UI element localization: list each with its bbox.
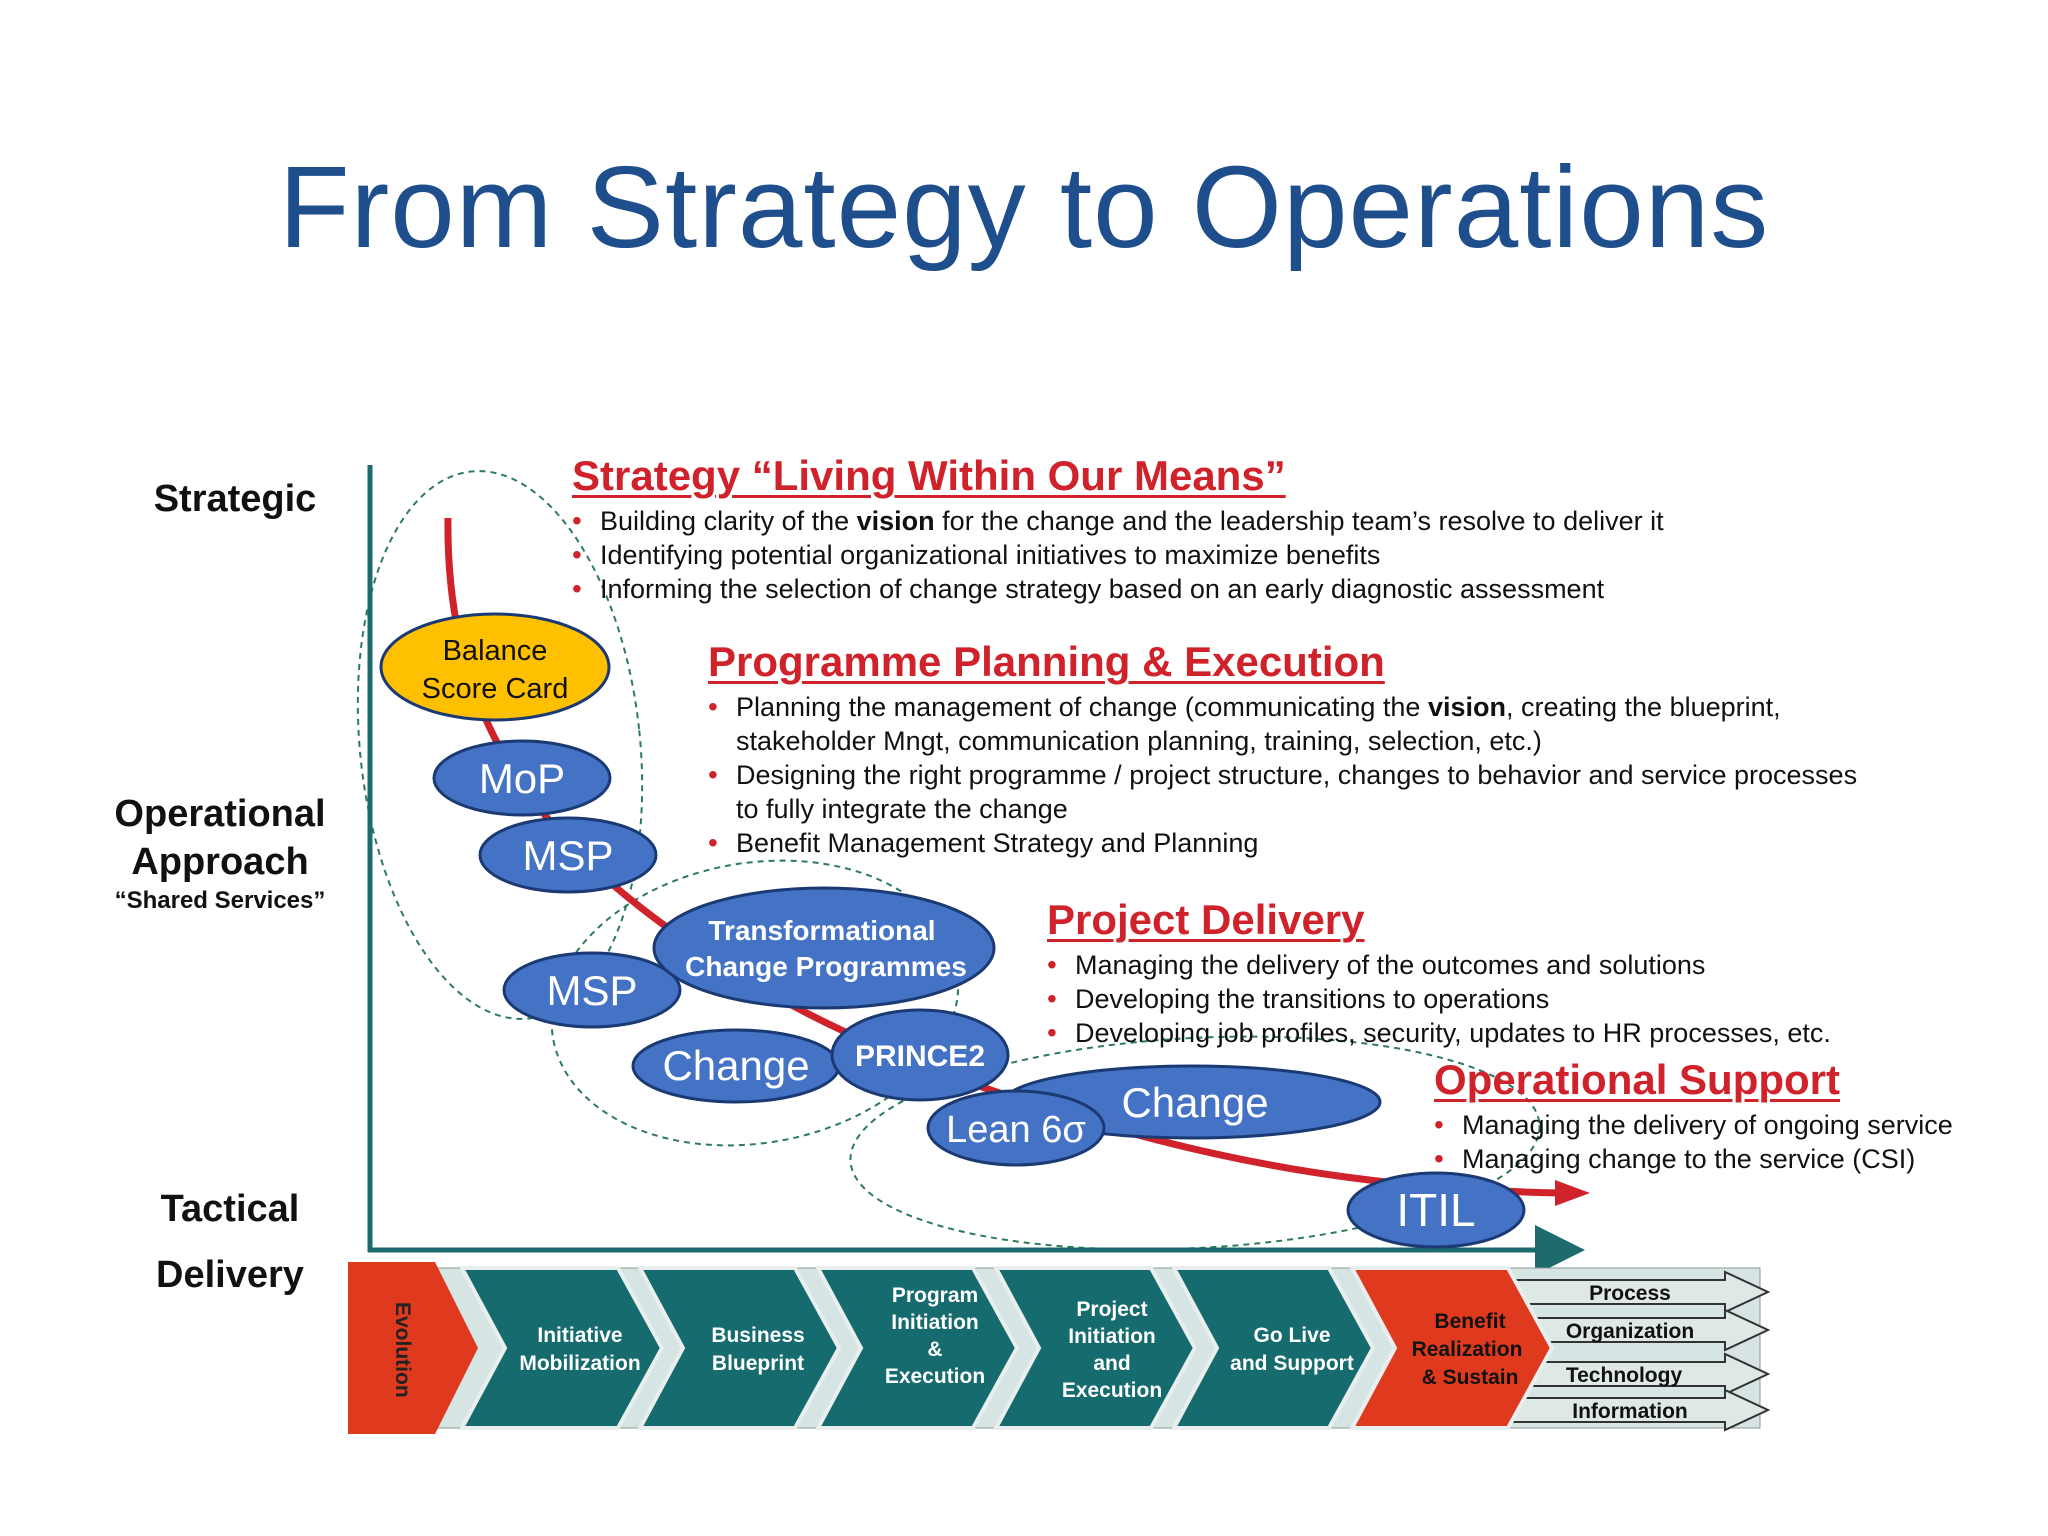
itil-label: ITIL: [1396, 1184, 1475, 1236]
section-programme: Programme Planning & Execution Planning …: [708, 638, 1868, 860]
step-4-line4: Execution: [1062, 1379, 1162, 1402]
y-label-strategic: Strategic: [153, 478, 317, 520]
step-1-line1: Initiative: [537, 1324, 622, 1347]
section-strategy: Strategy “Living Within Our Means” Build…: [572, 452, 1752, 606]
output-label-technology: Technology: [1566, 1364, 1683, 1387]
chevron-step-1: [458, 1266, 665, 1430]
y-label-operational: Operational Approach “Shared Services”: [90, 790, 350, 916]
chevron-band: Evolution Initiative Mobilization Busine…: [348, 1262, 1771, 1434]
step-5-line2: and Support: [1230, 1352, 1354, 1375]
section-programme-heading: Programme Planning & Execution: [708, 638, 1385, 685]
step-3-line4: Execution: [885, 1365, 985, 1388]
list-item: Designing the right programme / project …: [708, 758, 1868, 826]
chevron-step-5: [1170, 1266, 1376, 1430]
msp-ellipse-1: MSP: [478, 816, 658, 894]
step-3-line1: Program: [892, 1284, 978, 1307]
chevron-step-2: [636, 1266, 842, 1430]
msp-label-2: MSP: [546, 967, 637, 1014]
change-label-2: Change: [1121, 1079, 1268, 1126]
step-2-line2: Blueprint: [712, 1352, 804, 1375]
section-operational: Operational Support Managing the deliver…: [1434, 1056, 2034, 1176]
bsc-label-line1: Balance: [443, 635, 548, 667]
prince2-ellipse: PRINCE2: [830, 1008, 1010, 1102]
y-label-tactical-line2: Delivery: [156, 1254, 304, 1296]
y-label-operational-sub: “Shared Services”: [114, 887, 326, 914]
step-6-line2: Realization: [1412, 1338, 1523, 1361]
section-operational-heading: Operational Support: [1434, 1056, 1841, 1103]
list-item: Managing the delivery of ongoing service: [1434, 1108, 2034, 1142]
y-label-tactical: Tactical Delivery: [110, 1176, 350, 1308]
change-label-1: Change: [662, 1042, 809, 1089]
mop-ellipse: MoP: [432, 739, 612, 817]
output-arrow-process: [1499, 1270, 1771, 1314]
change-ellipse-1: Change: [631, 1028, 841, 1104]
lean-label: Lean 6σ: [946, 1109, 1086, 1151]
chevron-step-6: [1348, 1266, 1555, 1430]
output-label-information: Information: [1572, 1400, 1688, 1423]
section-project-heading: Project Delivery: [1047, 896, 1365, 943]
chevron-step-4: [992, 1266, 1198, 1430]
evolution-label: Evolution: [391, 1302, 414, 1398]
list-item: Informing the selection of change strate…: [572, 572, 1752, 606]
group-ellipse-strategic: [356, 470, 644, 1020]
output-label-process: Process: [1589, 1282, 1671, 1305]
list-item: Developing job profiles, security, updat…: [1047, 1016, 2047, 1050]
y-label-operational-line2: Approach: [131, 841, 309, 883]
step-4-line3: and: [1093, 1352, 1130, 1375]
itil-ellipse: ITIL: [1346, 1171, 1526, 1249]
lean-ellipse: Lean 6σ: [926, 1089, 1106, 1167]
evolution-curve-arrowhead: [1555, 1180, 1590, 1206]
tcp-label-line1: Transformational: [708, 915, 935, 946]
step-4-line1: Project: [1076, 1298, 1147, 1321]
msp-label-1: MSP: [522, 832, 613, 879]
output-arrow-technology: [1499, 1352, 1771, 1396]
section-strategy-heading: Strategy “Living Within Our Means”: [572, 452, 1286, 499]
list-item: Managing change to the service (CSI): [1434, 1142, 2034, 1176]
output-label-organization: Organization: [1566, 1320, 1694, 1343]
list-item: Benefit Management Strategy and Planning: [708, 826, 1868, 860]
section-strategy-bullets: Building clarity of the vision for the c…: [572, 504, 1752, 606]
section-project: Project Delivery Managing the delivery o…: [1047, 896, 2047, 1050]
bsc-ellipse: Balance Score Card: [379, 612, 611, 722]
list-item: Identifying potential organizational ini…: [572, 538, 1752, 572]
prince2-label: PRINCE2: [855, 1040, 985, 1073]
step-3-line2: Initiation: [891, 1311, 979, 1334]
step-4-line2: Initiation: [1068, 1325, 1156, 1348]
output-arrow-information: [1499, 1388, 1771, 1432]
step-1-line2: Mobilization: [519, 1352, 640, 1375]
tcp-ellipse: Transformational Change Programmes: [652, 886, 996, 1010]
list-item: Building clarity of the vision for the c…: [572, 504, 1752, 538]
chevron-step-3: [814, 1266, 1020, 1430]
step-2-line1: Business: [711, 1324, 804, 1347]
tcp-label-line2: Change Programmes: [685, 951, 967, 982]
mop-label: MoP: [479, 755, 565, 802]
step-5-line1: Go Live: [1253, 1324, 1330, 1347]
step-6-line1: Benefit: [1434, 1310, 1505, 1333]
list-item: Developing the transitions to operations: [1047, 982, 2047, 1016]
y-label-tactical-line1: Tactical: [160, 1188, 300, 1230]
page-title: From Strategy to Operations: [278, 142, 1770, 272]
y-label-operational-line1: Operational: [114, 793, 326, 835]
section-project-bullets: Managing the delivery of the outcomes an…: [1047, 948, 2047, 1050]
section-programme-bullets: Planning the management of change (commu…: [708, 690, 1868, 860]
chevron-evolution: [348, 1262, 478, 1434]
section-operational-bullets: Managing the delivery of ongoing service…: [1434, 1108, 2034, 1176]
step-6-line3: & Sustain: [1422, 1366, 1519, 1389]
list-item: Managing the delivery of the outcomes an…: [1047, 948, 2047, 982]
bsc-label-line2: Score Card: [422, 673, 569, 705]
list-item: Planning the management of change (commu…: [708, 690, 1868, 758]
step-3-line3: &: [927, 1338, 942, 1361]
msp-ellipse-2: MSP: [502, 951, 682, 1029]
